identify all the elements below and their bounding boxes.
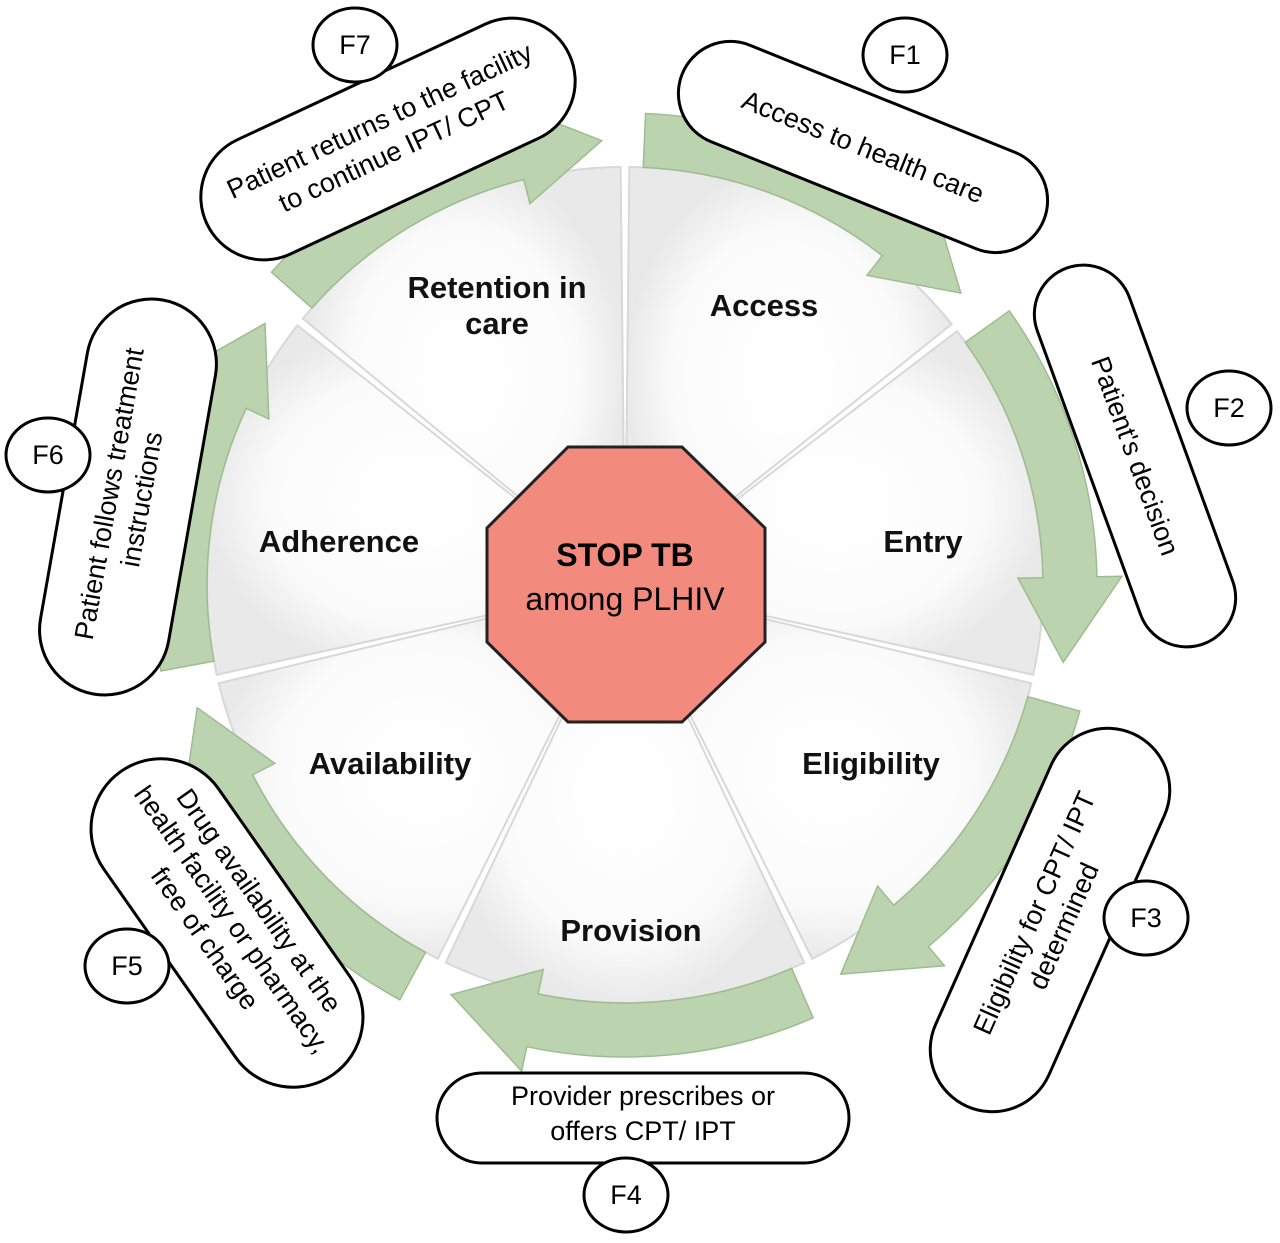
factor-f2-bubble	[1032, 263, 1238, 649]
segment-label-access: Access	[710, 288, 819, 323]
tag-f3-label: F3	[1130, 903, 1162, 933]
tag-f1-label: F1	[889, 40, 921, 70]
tag-f4: F4	[582, 1156, 670, 1234]
tag-f5: F5	[83, 927, 171, 1005]
factor-f3-bubble	[928, 726, 1172, 1114]
arrow-entry	[964, 309, 1124, 664]
tag-f6-circle	[4, 416, 92, 494]
stop-sign-octagon	[485, 445, 767, 724]
tag-f7: F7	[311, 6, 399, 84]
segment-label-adherence: Adherence	[259, 524, 419, 559]
center-title: STOP TB	[556, 537, 694, 573]
tag-f5-circle	[83, 927, 171, 1005]
segment-label-retention-line1: Retention in	[407, 270, 586, 305]
tag-f3-circle	[1102, 879, 1190, 957]
factor-f1-bubble	[676, 39, 1050, 255]
center-subtitle: among PLHIV	[525, 581, 725, 617]
factor-f3: Eligibility for CPT/ IPT determined	[928, 726, 1172, 1114]
factor-f4-text-line1: Provider prescribes or	[511, 1081, 775, 1111]
tag-f2-circle	[1185, 369, 1273, 447]
factor-f4-text-line2: offers CPT/ IPT	[550, 1116, 736, 1146]
segment-label-eligibility: Eligibility	[802, 746, 941, 781]
tag-f2: F2	[1185, 369, 1273, 447]
factor-f6: Patient follows treatment instructions	[38, 297, 218, 697]
tag-f1: F1	[861, 16, 949, 94]
segment-label-availability: Availability	[309, 746, 472, 781]
center-octagon: STOP TB among PLHIV	[485, 445, 767, 724]
tag-f6-label: F6	[32, 440, 64, 470]
segment-label-provision: Provision	[560, 913, 701, 948]
tag-f1-circle	[861, 16, 949, 94]
tag-f7-label: F7	[339, 30, 371, 60]
tag-f7-circle	[311, 6, 399, 84]
tag-f4-label: F4	[610, 1180, 642, 1210]
tag-f3: F3	[1102, 879, 1190, 957]
cycle-arrows	[152, 101, 1124, 1073]
tag-f2-label: F2	[1213, 393, 1245, 423]
segment-label-entry: Entry	[883, 524, 963, 559]
segment-label-retention-line2: care	[465, 306, 529, 341]
tag-f5-label: F5	[111, 951, 143, 981]
factor-f4: Provider prescribes or offers CPT/ IPT	[435, 1071, 851, 1165]
arrow-provision	[449, 967, 815, 1073]
tag-f4-circle	[582, 1156, 670, 1234]
tag-f6: F6	[4, 416, 92, 494]
